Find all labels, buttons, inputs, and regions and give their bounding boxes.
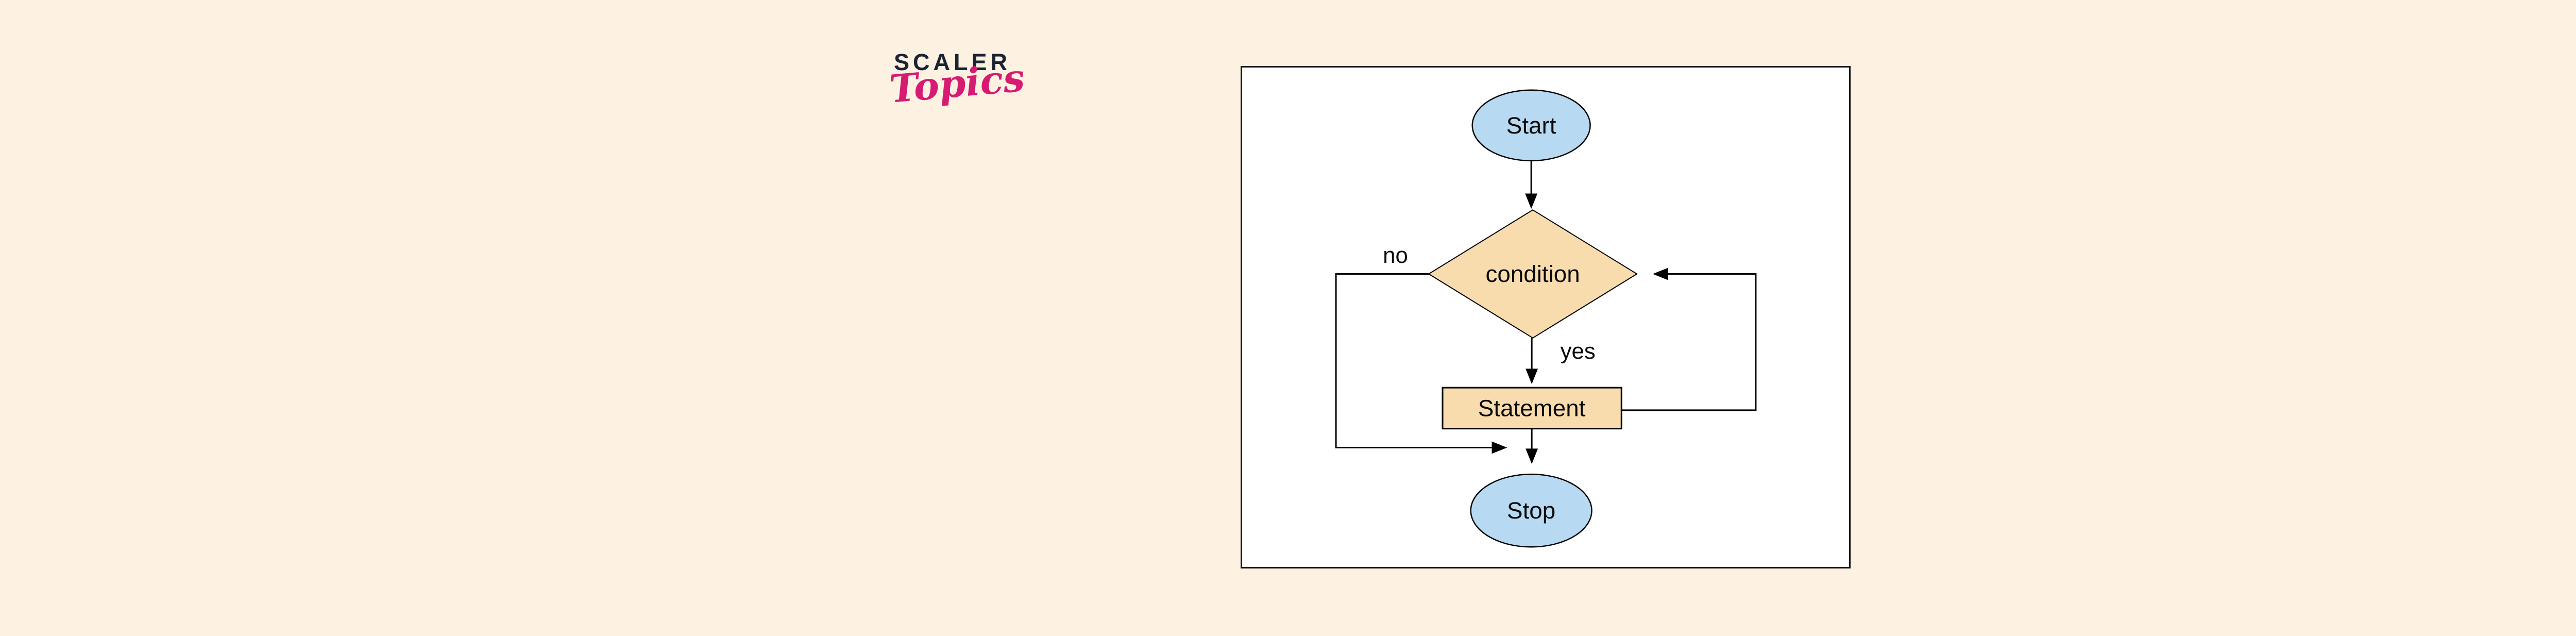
flowchart-panel: Start condition Statement Stop no yes — [1241, 66, 1851, 568]
brand-logo: SCALER Topics — [888, 49, 1048, 112]
edge-start-to-condition — [1525, 160, 1538, 209]
node-stop: Stop — [1470, 473, 1592, 548]
node-start: Start — [1471, 89, 1591, 162]
edge-label-no: no — [1383, 243, 1408, 268]
stop-label: Stop — [1507, 497, 1555, 524]
flowchart-svg: Start condition Statement Stop no yes — [1335, 89, 1757, 548]
arrowhead-right-icon — [1492, 441, 1507, 454]
stop-ellipse — [1470, 473, 1592, 548]
condition-diamond — [1428, 209, 1638, 339]
start-ellipse — [1471, 89, 1591, 162]
edge-label-yes: yes — [1561, 339, 1596, 364]
logo-brand-text: SCALER — [894, 49, 1011, 75]
node-condition: condition — [1428, 209, 1638, 339]
arrowhead-down-icon — [1525, 193, 1538, 209]
edge-statement-to-stop — [1526, 428, 1538, 464]
condition-label: condition — [1486, 261, 1580, 287]
start-label: Start — [1506, 112, 1556, 139]
statement-rect — [1442, 387, 1622, 430]
arrowhead-down-icon — [1526, 369, 1538, 384]
edge-condition-no-branch — [1335, 273, 1507, 454]
statement-label: Statement — [1478, 395, 1586, 421]
arrowhead-left-icon — [1652, 267, 1668, 280]
arrowhead-down-icon — [1526, 448, 1538, 464]
edge-condition-yes-branch — [1526, 338, 1538, 384]
node-statement: Statement — [1442, 387, 1622, 430]
edge-statement-loopback — [1621, 267, 1757, 411]
